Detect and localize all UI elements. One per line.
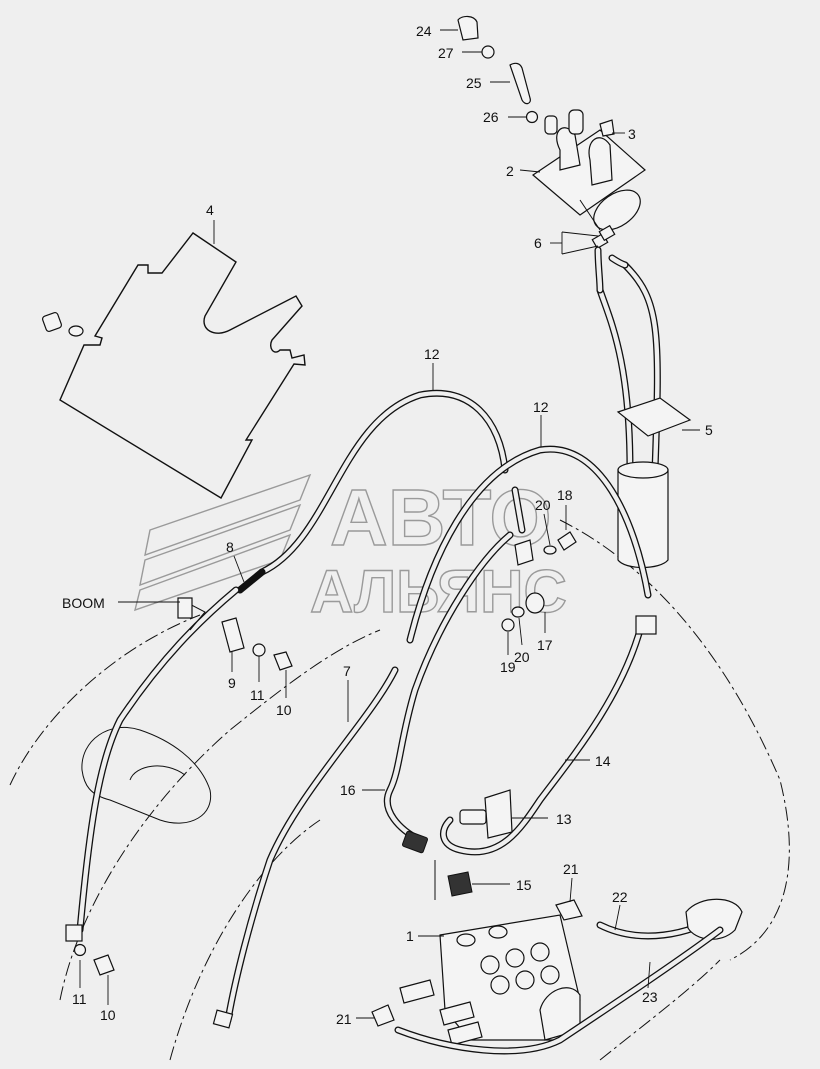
callout-boom: BOOM [62,595,105,611]
callout-19: 19 [500,659,516,675]
callout-20-lower: 20 [514,649,530,665]
callout-11-upper: 11 [250,687,265,703]
pipe-8 [65,586,240,942]
callout-2: 2 [506,163,514,179]
lever-parts [457,15,539,124]
callout-18: 18 [557,487,573,503]
fitting-15 [434,860,473,900]
bolt-10-upper [252,643,293,671]
block-13 [459,789,513,839]
control-valve [532,109,646,231]
callout-27: 27 [438,45,454,61]
callout-5: 5 [705,422,713,438]
pipe-14 [440,615,657,856]
callout-labels: 24 27 25 26 3 2 4 6 12 12 5 18 20 8 BOOM… [62,23,713,1027]
callout-12-outer: 12 [424,346,440,362]
callout-9: 9 [228,675,236,691]
callout-21-upper: 21 [563,861,579,877]
callout-12-inner: 12 [533,399,549,415]
callout-16: 16 [340,782,356,798]
callout-4: 4 [206,202,214,218]
callout-20-upper: 20 [535,497,551,513]
callout-7: 7 [343,663,351,679]
callout-17: 17 [537,637,553,653]
callout-10-lower: 10 [100,1007,116,1023]
callout-10-upper: 10 [276,702,292,718]
return-hoses [371,898,743,1055]
callout-1: 1 [406,928,414,944]
callout-21-lower: 21 [336,1011,352,1027]
callout-3: 3 [628,126,636,142]
callout-24: 24 [416,23,432,39]
pipe-7 [212,666,399,1029]
pipe-16 [383,531,514,854]
watermark: АВТО АЛЬЯНС [134,472,567,626]
callout-15: 15 [516,877,532,893]
bolt-10-lower [73,943,115,976]
pilot-hoses [594,246,692,569]
callout-23: 23 [642,989,658,1005]
callout-6: 6 [534,235,542,251]
callout-22: 22 [612,889,628,905]
callout-8: 8 [226,539,234,555]
main-valve [399,914,581,1046]
callout-13: 13 [556,811,572,827]
small-parts [501,531,577,632]
callout-11-lower: 11 [72,991,87,1007]
leader-lines [79,29,700,1019]
callout-26: 26 [483,109,499,125]
fittings-6 [591,224,616,250]
callout-25: 25 [466,75,482,91]
bracket-9 [177,597,245,653]
cover-plate [41,232,306,499]
watermark-line2: АЛЬЯНС [310,558,567,625]
hose-12-inner [406,445,652,644]
callout-14: 14 [595,753,611,769]
hose-12-outer [236,389,509,594]
